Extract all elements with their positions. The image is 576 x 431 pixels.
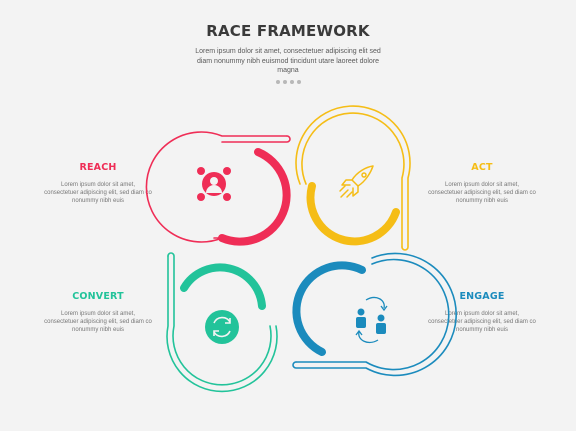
stage-description: Lorem ipsum dolor sit amet, consectetuer… <box>44 182 152 205</box>
pagination-dots <box>276 80 301 84</box>
stage-label: REACH <box>79 162 117 173</box>
stage-label: ENGAGE <box>459 291 505 302</box>
engage-shape <box>292 252 457 377</box>
stage-engage: ENGAGE Lorem ipsum dolor sit amet, conse… <box>428 291 536 335</box>
stage-description: Lorem ipsum dolor sit amet, consectetuer… <box>428 182 536 205</box>
stage-act: ACT Lorem ipsum dolor sit amet, consecte… <box>428 162 536 206</box>
dot <box>290 80 294 84</box>
user-exchange-icon <box>355 296 388 344</box>
stage-label: ACT <box>471 162 493 173</box>
stage-label: CONVERT <box>72 291 124 302</box>
stage-description: Lorem ipsum dolor sit amet, consectetuer… <box>428 311 536 334</box>
dot <box>276 80 280 84</box>
refresh-icon <box>205 310 239 344</box>
reach-shape <box>145 131 291 246</box>
act-shape <box>295 105 411 251</box>
rocket-icon <box>339 165 374 198</box>
dot <box>283 80 287 84</box>
page-subtitle: Lorem ipsum dolor sit amet, consectetuer… <box>195 48 381 74</box>
convert-shape <box>166 252 278 393</box>
page-title: RACE FRAMEWORK <box>206 22 370 40</box>
stage-convert: CONVERT Lorem ipsum dolor sit amet, cons… <box>44 291 152 335</box>
target-user-icon <box>197 167 231 201</box>
stage-reach: REACH Lorem ipsum dolor sit amet, consec… <box>44 162 152 206</box>
stage-description: Lorem ipsum dolor sit amet, consectetuer… <box>44 311 152 334</box>
dot <box>297 80 301 84</box>
